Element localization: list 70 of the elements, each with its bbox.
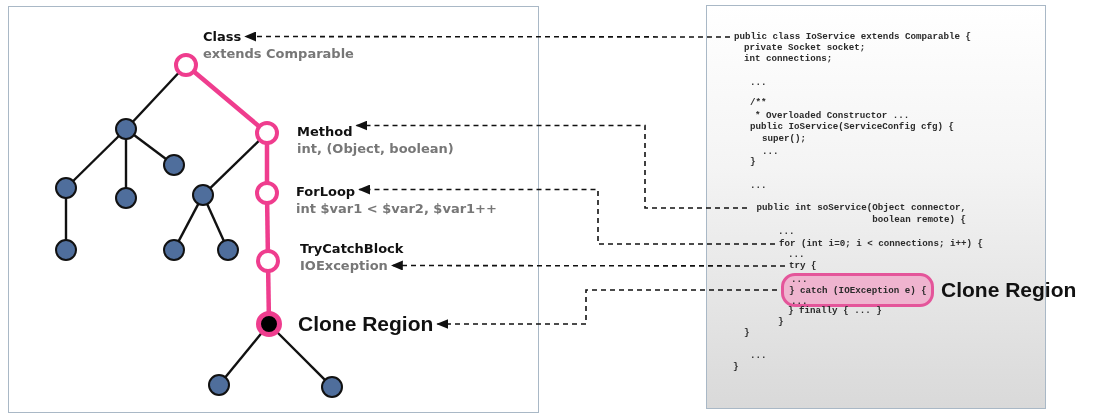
code-line: int connections; [744, 53, 833, 64]
tree-node [115, 187, 137, 209]
code-line: ... [791, 274, 808, 285]
dashed-arrow [390, 260, 786, 271]
node-label: Class [203, 28, 242, 45]
tree-panel [8, 6, 539, 413]
tree-edge [276, 331, 326, 381]
code-line: ... [750, 350, 767, 361]
tree-edge [209, 139, 260, 189]
code-line: ... [778, 226, 795, 237]
code-line: } [744, 327, 750, 338]
code-line: public int soService(Object connector, boolean remote) { [751, 202, 966, 226]
code-line: private Socket socket; [744, 42, 866, 53]
code-line: super(); [762, 133, 807, 144]
tree-edge [192, 70, 261, 128]
code-line: ... [750, 180, 767, 191]
tree-node [255, 181, 279, 205]
code-line: * Overloaded Constructor ... [755, 110, 910, 121]
tree-edge [265, 271, 272, 313]
tree-node [174, 53, 198, 77]
code-line: /** [750, 97, 767, 108]
code-line: ... [762, 146, 779, 157]
node-detail: int, (Object, boolean) [297, 140, 454, 157]
tree-node [55, 177, 77, 199]
tree-node [55, 239, 77, 261]
code-line: } [778, 316, 784, 327]
dashed-arrow [358, 184, 776, 245]
tree-edge [64, 198, 68, 240]
node-label: TryCatchBlock [300, 240, 404, 257]
tree-node [321, 376, 343, 398]
node-label: Clone Region [298, 311, 434, 337]
node-label: Method [297, 123, 353, 140]
tree-edge [264, 144, 270, 182]
tree-edge [124, 139, 128, 188]
code-line: } [750, 156, 756, 167]
code-line: public class IoService extends Comparable { [734, 31, 972, 42]
code-line: } finally { ... } [788, 305, 882, 316]
highlight-region [781, 273, 934, 307]
tree-node [192, 184, 214, 206]
code-line: ... [791, 296, 808, 307]
node-detail: int $var1 < $var2, $var1++ [296, 200, 497, 217]
tree-node [256, 249, 280, 273]
code-line: ... [750, 77, 767, 88]
tree-edge [131, 72, 180, 123]
tree-edge [177, 203, 200, 242]
code-line: try { [789, 260, 817, 271]
dashed-arrow [244, 31, 731, 42]
code-line: } catch (IOException e) { [789, 285, 927, 296]
tree-node [256, 311, 282, 337]
code-line: public IoService(ServiceConfig cfg) { [750, 121, 954, 132]
tree-node [163, 154, 185, 176]
tree-edge [133, 134, 167, 160]
tree-node [208, 374, 230, 396]
node-label: ForLoop [296, 183, 356, 200]
tree-edge [264, 203, 271, 251]
tree-node [115, 118, 137, 140]
dashed-arrow [355, 120, 748, 209]
code-line: ... [788, 249, 805, 260]
code-line: for (int i=0; i < connections; i++) { [779, 238, 983, 249]
node-caption: Clone Region [941, 277, 1077, 303]
code-line: } [733, 361, 739, 372]
dashed-arrow [436, 289, 778, 329]
tree-edge [224, 332, 263, 379]
tree-node [217, 239, 239, 261]
tree-edge [206, 203, 225, 242]
tree-node [163, 239, 185, 261]
tree-node [255, 121, 279, 145]
node-detail: IOException [300, 257, 388, 274]
tree-edge [72, 135, 120, 182]
node-detail: extends Comparable [203, 45, 354, 62]
